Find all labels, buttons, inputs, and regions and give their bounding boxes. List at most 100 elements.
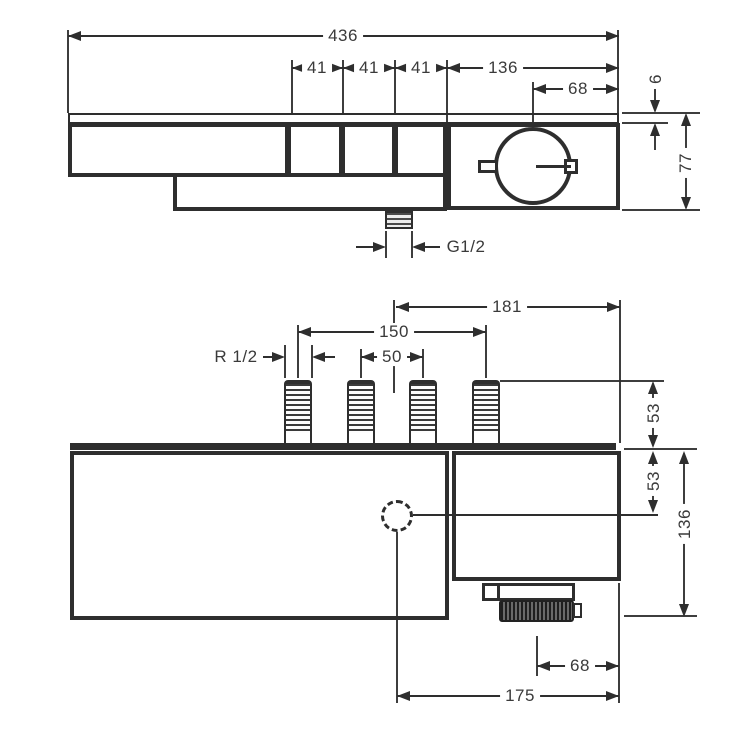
supply-pipe-3-thread [409,384,437,433]
arrow-up-icon [648,381,658,394]
arrow-right-icon [373,242,386,252]
arrow-left-icon [412,242,425,252]
leader-line [263,356,275,358]
arrow-left-icon [533,84,546,94]
dim-segment-3-label: 41 [406,59,436,77]
supply-pipe-3-base [409,433,437,444]
outlet-spout [385,211,413,229]
ext-line [297,325,299,378]
supply-pipe-1-base [284,433,312,444]
supply-pipe-4-cap [472,380,500,385]
ext-line [618,583,620,703]
ext-line [622,209,700,211]
ext-line [284,345,286,378]
arrow-up-icon [648,451,658,464]
arrow-up-icon [679,451,689,464]
dim-body-depth-label: 136 [675,504,694,544]
arrow-left-icon [68,31,81,41]
ext-line [394,60,396,113]
arrow-up-icon [681,113,691,126]
supply-pipe-4-thread [472,384,500,433]
arrow-right-icon [473,327,486,337]
arrow-left-icon [343,63,356,73]
knob-bracket [482,583,575,601]
arrow-right-icon [382,63,395,73]
ext-line [622,112,700,114]
arrow-up-icon [650,123,660,136]
dim-segment-1-label: 41 [302,59,332,77]
arrow-right-icon [410,352,423,362]
dim-pipe-height-label: 53 [644,398,663,428]
ext-line [67,30,69,113]
knob-bracket-step [497,583,500,601]
supply-pipe-2-cap [347,380,375,385]
arrow-down-icon [650,100,660,113]
ext-line [385,231,387,258]
arrow-down-icon [648,435,658,448]
ext-line [342,60,344,113]
dim-pipe-span-label: 150 [374,323,414,341]
arrow-left-icon [298,327,311,337]
ext-line [360,349,362,378]
arrow-left-icon [447,63,460,73]
ext-line [619,300,621,443]
supply-pipe-2-base [347,433,375,444]
supply-pipe-1-cap [284,380,312,385]
arrow-right-icon [606,691,619,701]
arrow-right-icon [606,661,619,671]
dim-knob-to-edge-label: 68 [565,657,595,675]
knob-side-tab [573,603,582,618]
dim-total-width-label: 436 [323,27,363,45]
leader-line [425,246,440,248]
dim-top-to-centerline-label: 53 [644,466,663,496]
ext-line [446,60,448,123]
top-view-divider-1 [285,123,291,177]
dim-body-height-label: 77 [676,148,695,178]
dim-center-to-edge-top-label: 181 [487,298,527,316]
dim-right-section-label: 136 [483,59,523,77]
ext-line [500,380,664,382]
arrow-left-icon [396,302,409,312]
supply-pipe-3-cap [409,380,437,385]
top-view-lower-body [173,173,447,211]
ext-line [654,88,656,101]
arrow-right-icon [434,63,447,73]
arrow-left-icon [312,352,325,362]
dim-plate-thickness-label: 6 [646,69,665,89]
arrow-left-icon [361,352,374,362]
dim-center-to-edge-bottom-label: 175 [500,687,540,705]
top-view-channel-body [68,123,447,177]
leader-line [356,246,376,248]
dim-dial-offset-label: 68 [563,80,593,98]
ext-line [396,532,398,703]
ext-line [536,636,538,676]
ext-line [654,136,656,150]
pipe-thread-label: R 1/2 [209,348,263,366]
ext-line [393,300,395,323]
ext-line [624,448,697,450]
supply-pipe-4-base [472,433,500,444]
arrow-right-icon [272,352,285,362]
dial-needle [536,165,571,168]
bottom-view-mounting-strip [70,443,616,450]
ext-line [622,122,668,124]
arrow-left-icon [537,661,550,671]
leader-line [325,356,335,358]
arrow-down-icon [648,500,658,513]
bottom-view-front-panel [70,451,449,620]
ext-line [532,82,534,122]
outlet-thread-label: G1/2 [441,238,491,256]
arrow-right-icon [330,63,343,73]
arrow-right-icon [607,302,620,312]
arrow-left-icon [397,691,410,701]
arrow-right-icon [606,31,619,41]
arrow-down-icon [679,604,689,617]
reference-circle-dashed [381,500,413,532]
ext-line [422,349,424,378]
centerline [413,514,658,516]
top-view-divider-3 [392,123,398,177]
knurled-knob [499,600,574,622]
arrow-left-icon [292,63,305,73]
ext-line [485,325,487,378]
